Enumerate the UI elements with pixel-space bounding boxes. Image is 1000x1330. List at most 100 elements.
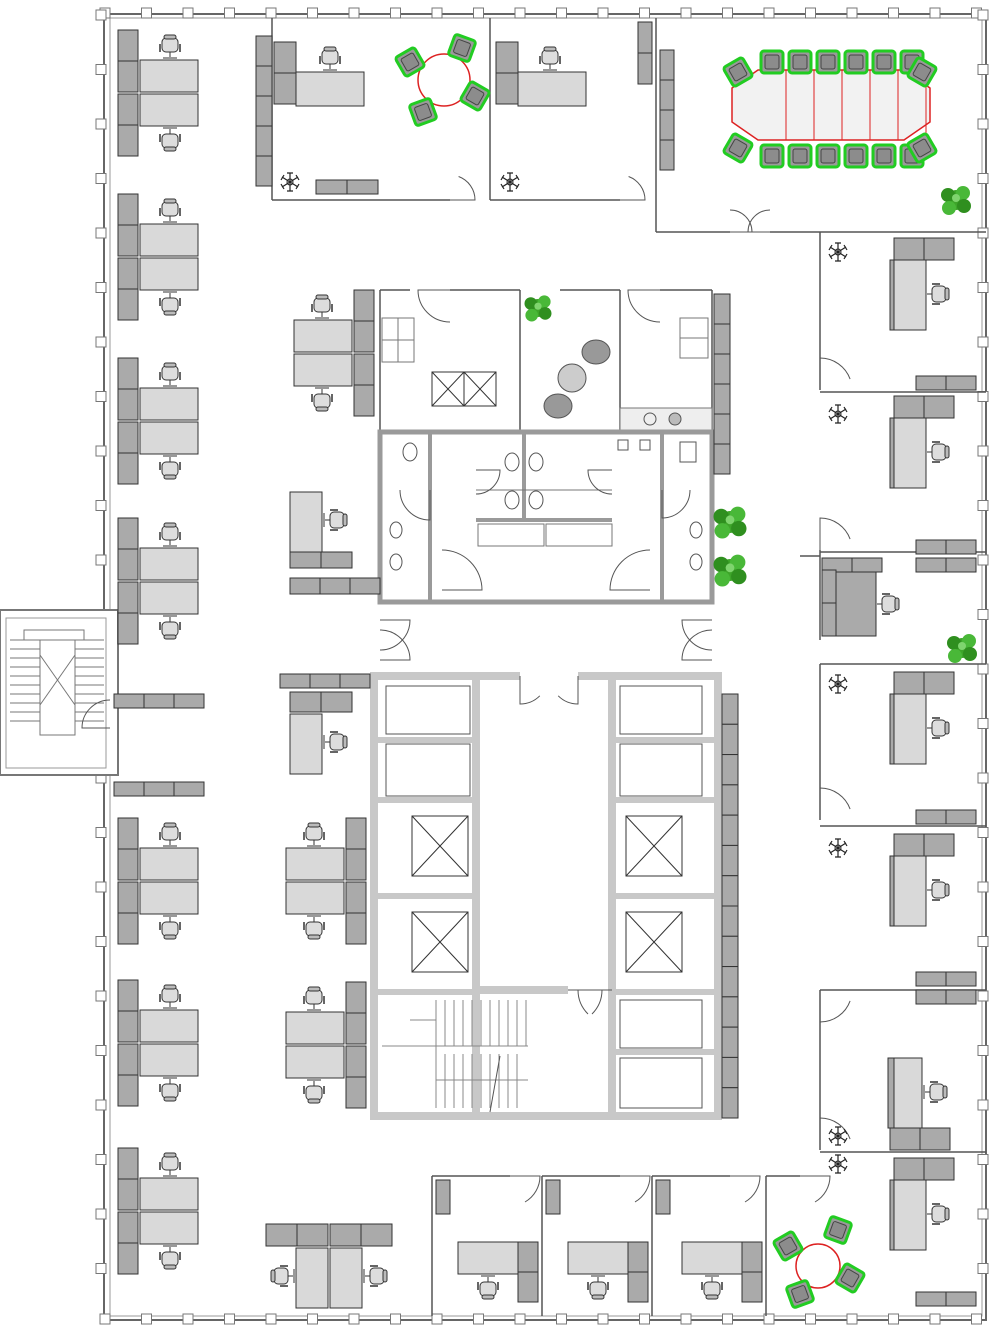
- cabinet-unit: [273, 72, 297, 105]
- cabinet-icon: [889, 1127, 951, 1151]
- desk-icon: [289, 713, 323, 775]
- cabinet-unit: [741, 1241, 763, 1273]
- cabinet-unit: [117, 517, 139, 550]
- cabinet-unit: [117, 1178, 139, 1211]
- desk-icon: [289, 491, 323, 553]
- cabinet-unit: [655, 1179, 671, 1215]
- column-left: [95, 1263, 107, 1274]
- column-left: [95, 391, 107, 402]
- cabinet-unit: [945, 557, 977, 573]
- cabinet-icon: [517, 1241, 539, 1303]
- cabinet-unit: [721, 723, 739, 756]
- column-top: [265, 7, 277, 19]
- office-chair-icon: [323, 731, 348, 753]
- cabinet-icon: [117, 1147, 139, 1211]
- cabinet-unit: [117, 452, 139, 485]
- restroom-block: [377, 429, 715, 605]
- column-right: [977, 173, 989, 184]
- office-chair-icon: [323, 509, 348, 531]
- column-bottom: [556, 1313, 567, 1325]
- desk-icon: [893, 855, 927, 927]
- cabinet-unit: [721, 996, 739, 1028]
- building-core: [370, 289, 722, 1120]
- office-chair-icon: [159, 522, 181, 547]
- cabinet-icon: [117, 517, 139, 581]
- cabinet-icon: [117, 421, 139, 485]
- cabinet-unit: [721, 693, 739, 725]
- office-chair-icon: [587, 1275, 609, 1300]
- cabinet-unit: [721, 966, 739, 998]
- cabinet-icon: [117, 193, 139, 257]
- elevator-icon: [625, 911, 683, 973]
- cabinet-unit: [117, 1043, 139, 1076]
- cabinet-unit: [173, 781, 205, 797]
- cabinet-unit: [353, 289, 375, 322]
- cabinet-unit: [713, 383, 731, 415]
- workstation-pod: [117, 1147, 199, 1275]
- fan-icon: [828, 1154, 848, 1174]
- cabinet-unit: [117, 1010, 139, 1043]
- column-left: [95, 990, 107, 1002]
- cabinet-unit: [887, 1057, 895, 1129]
- conference-table-icon: [731, 69, 931, 141]
- cabinet-unit: [117, 848, 139, 881]
- cabinet-unit: [320, 551, 353, 569]
- cabinet-icon: [821, 569, 837, 637]
- cabinet-unit: [821, 602, 837, 637]
- cabinet-unit: [353, 320, 375, 353]
- column-top: [597, 7, 609, 19]
- column-left: [95, 1099, 107, 1111]
- cabinet-unit: [517, 1241, 539, 1273]
- exterior-wall-inner: [109, 17, 983, 1317]
- column-right: [977, 663, 989, 675]
- workstation-pod: [117, 193, 199, 321]
- door-swing: [800, 1175, 831, 1203]
- sink-icon: [389, 521, 403, 539]
- door-swing: [661, 489, 691, 519]
- cabinet-unit: [923, 671, 955, 695]
- column-bottom: [182, 1313, 194, 1325]
- cabinet-icon: [289, 551, 353, 569]
- cabinet-icon: [713, 293, 731, 475]
- cabinet-icon: [915, 375, 977, 391]
- office-chair-icon: [159, 291, 181, 316]
- cabinet-unit: [945, 539, 977, 555]
- cabinet-unit: [255, 95, 273, 127]
- door-swing: [587, 469, 613, 495]
- cabinet-unit: [117, 581, 139, 614]
- shaft-compartment: [385, 685, 471, 735]
- cabinet-unit: [345, 1045, 367, 1078]
- cabinet-unit: [360, 1223, 393, 1247]
- desk-icon: [893, 693, 927, 765]
- cabinet-unit: [915, 539, 947, 555]
- cabinet-unit: [353, 384, 375, 417]
- elevator-icon: [411, 815, 469, 877]
- cabinet-unit: [893, 671, 925, 695]
- office-chair-icon: [159, 615, 181, 640]
- wall-line: [431, 371, 465, 407]
- cabinet-unit: [893, 237, 925, 261]
- cabinet-unit: [721, 905, 739, 937]
- cabinet-unit: [659, 109, 675, 141]
- cabinet-unit: [627, 1271, 649, 1303]
- cabinet-unit: [713, 443, 731, 475]
- cabinet-unit: [923, 833, 955, 857]
- cabinet-unit: [945, 1291, 977, 1307]
- door-swing: [609, 549, 651, 591]
- cabinet-icon: [345, 1045, 367, 1109]
- cabinet-unit: [659, 79, 675, 111]
- column-bottom: [929, 1313, 941, 1325]
- door-swing: [681, 629, 713, 661]
- cabinet-unit: [255, 65, 273, 97]
- cabinet-icon: [289, 691, 353, 713]
- cabinet-unit: [923, 237, 955, 261]
- column-top: [680, 7, 692, 19]
- fan-icon: [828, 674, 848, 694]
- sink-icon: [689, 553, 703, 571]
- office-chair-icon: [319, 46, 341, 71]
- door-swing: [417, 289, 451, 323]
- workstation-pod: [117, 29, 199, 157]
- door-swing: [441, 549, 483, 591]
- column-right: [977, 391, 989, 402]
